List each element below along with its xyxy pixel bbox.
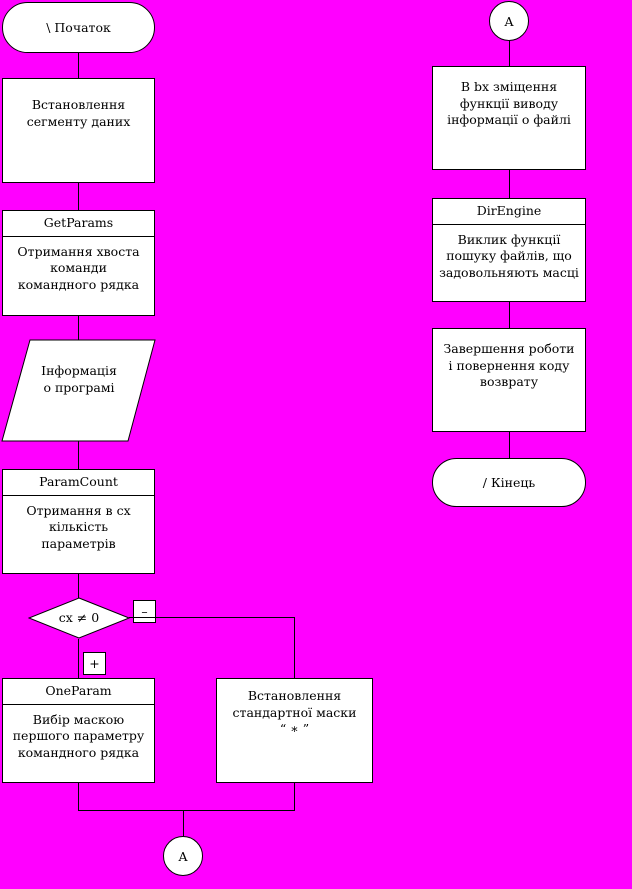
subroutine-direngine-body: Виклик функції пошуку файлів, що задовол… (439, 231, 579, 280)
process-finish-work-body: Завершення роботи і повернення коду возв… (443, 341, 575, 389)
io-program-info-text: Інформація о програмі (41, 363, 117, 395)
process-set-data-segment[interactable]: Встановлення сегменту даних (2, 78, 155, 183)
edge-decision-false-vertical (294, 617, 295, 678)
subroutine-oneparam-body: Вибір маскою першого параметру командног… (12, 711, 145, 760)
edge-bx-offset-to-direngine (509, 170, 510, 198)
process-finish-work[interactable]: Завершення роботи і повернення коду возв… (432, 328, 586, 432)
subroutine-direngine[interactable]: DirEngine Виклик функції пошуку файлів, … (432, 198, 586, 302)
subroutine-oneparam-header: OneParam (3, 679, 154, 705)
subroutine-direngine-header: DirEngine (433, 199, 585, 225)
edge-finish-work-to-end (509, 432, 510, 458)
edge-program-info-to-paramcount (78, 441, 79, 469)
edge-direngine-to-finish-work (509, 302, 510, 328)
decision-cx-not-zero-label: cx ≠ 0 (58, 610, 100, 625)
edge-set-data-segment-to-getparams (78, 183, 79, 210)
process-bx-offset[interactable]: В bx зміщення функції виводу інформації … (432, 66, 586, 170)
process-default-mask-body: Встановлення стандартної маски “ ∗ ” (232, 688, 357, 736)
subroutine-getparams-header: GetParams (3, 211, 154, 237)
branch-label-false-text: – (141, 604, 148, 619)
connector-a-top-label: A (504, 13, 514, 29)
edge-default-mask-down (294, 783, 295, 811)
io-program-info-shape (1, 339, 156, 442)
subroutine-paramcount[interactable]: ParamCount Отримання в cx кількість пара… (2, 469, 155, 574)
edge-merge-to-connector-a (183, 810, 184, 836)
edge-start-to-set-data-segment (78, 53, 79, 78)
decision-cx-not-zero-shape (28, 597, 130, 639)
subroutine-oneparam[interactable]: OneParam Вибір маскою першого параметру … (2, 678, 155, 783)
subroutine-getparams-body: Отримання хвоста команди командного рядк… (17, 243, 140, 292)
connector-a-top[interactable]: A (489, 1, 529, 41)
edge-getparams-to-program-info (78, 316, 79, 340)
edge-merge-horizontal (78, 810, 295, 811)
branch-label-true: + (83, 652, 106, 675)
end-terminator[interactable]: / Кінець (432, 458, 586, 507)
connector-a-bottom[interactable]: A (163, 836, 203, 876)
branch-label-true-text: + (89, 656, 100, 671)
edge-oneparam-down (78, 783, 79, 811)
edge-connector-a-to-bx-offset (509, 41, 510, 66)
subroutine-paramcount-header: ParamCount (3, 470, 154, 496)
process-default-mask[interactable]: Встановлення стандартної маски “ ∗ ” (216, 678, 373, 783)
io-program-info[interactable]: Інформація о програмі (0, 339, 158, 442)
connector-a-bottom-label: A (178, 848, 188, 864)
decision-cx-not-zero[interactable]: cx ≠ 0 (28, 597, 130, 639)
end-terminator-label: / Кінець (482, 475, 536, 490)
edge-decision-true-vertical (78, 639, 79, 678)
subroutine-getparams[interactable]: GetParams Отримання хвоста команди коман… (2, 210, 155, 316)
subroutine-paramcount-body: Отримання в cx кількість параметрів (26, 502, 131, 551)
process-set-data-segment-body: Встановлення сегменту даних (26, 97, 131, 129)
start-terminator-label: \ Початок (46, 20, 111, 35)
process-bx-offset-body: В bx зміщення функції виводу інформації … (447, 79, 571, 127)
edge-decision-false-horizontal (129, 617, 295, 618)
branch-label-false: – (133, 600, 156, 623)
edge-paramcount-to-decision (78, 574, 79, 598)
start-terminator[interactable]: \ Початок (2, 2, 155, 53)
